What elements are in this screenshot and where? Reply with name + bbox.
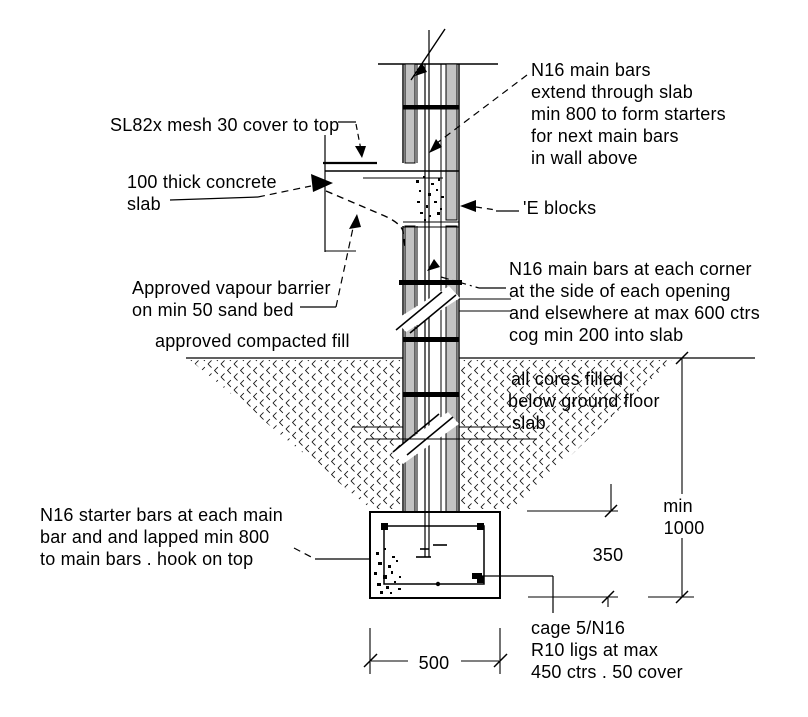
label-starter-line3: to main bars . hook on top [40, 549, 253, 569]
annotations: SL82x mesh 30 cover to top 100 thick con… [40, 60, 760, 682]
label-mesh-cover: SL82x mesh 30 cover to top [110, 115, 339, 135]
label-cores-line2: below ground floor [508, 391, 660, 411]
label-main-bars-line3: min 800 to form starters [531, 104, 726, 124]
label-e-blocks: 'E blocks [523, 198, 596, 218]
footing-speckle [374, 548, 401, 594]
label-corner-bars-line4: cog min 200 into slab [509, 325, 683, 345]
leader-vapour-barrier [300, 214, 361, 308]
label-main-bars-line5: in wall above [531, 148, 638, 168]
label-cage-line3: 450 ctrs . 50 cover [531, 662, 683, 682]
label-vapour-line2: on min 50 sand bed [132, 300, 294, 320]
dim-text-1000: 1000 [664, 518, 705, 538]
dim-text-350: 350 [593, 545, 624, 565]
label-starter-line2: bar and and lapped min 800 [40, 527, 269, 547]
label-corner-bars-line1: N16 main bars at each corner [509, 259, 752, 279]
leader-slab [169, 174, 333, 201]
ground-hatch-left [190, 360, 403, 509]
label-main-bars-line4: for next main bars [531, 126, 679, 146]
label-main-bars-line2: extend through slab [531, 82, 693, 102]
label-compacted-fill: approved compacted fill [155, 331, 350, 351]
ligature-cage [383, 525, 485, 585]
leader-e-blocks [460, 200, 519, 212]
label-main-bars-line1: N16 main bars [531, 60, 651, 80]
label-corner-bars-line3: and elsewhere at max 600 ctrs [509, 303, 760, 323]
dim-footing-width [363, 628, 508, 674]
label-corner-bars-line2: at the side of each opening [509, 281, 731, 301]
leader-main-bars [429, 74, 528, 153]
break-slash [410, 28, 446, 81]
leader-cage [472, 573, 554, 613]
wall-break-upper [395, 286, 511, 334]
leader-starter-bars [293, 547, 371, 560]
grout-speckle [416, 176, 444, 221]
floor-slab [323, 135, 459, 252]
dim-footing-depth [527, 484, 618, 607]
vapour-barrier-line [325, 190, 406, 249]
dim-text-500: 500 [419, 653, 450, 673]
label-cores-line1: all cores filled [511, 369, 623, 389]
label-cage-line2: R10 ligs at max [531, 640, 658, 660]
label-slab-line1: 100 thick concrete [127, 172, 277, 192]
dim-text-min: min [663, 496, 693, 516]
leader-corner-bars [427, 259, 506, 289]
label-starter-line1: N16 starter bars at each main [40, 505, 283, 525]
wall-break-lower [352, 412, 537, 464]
dim-min-depth [648, 351, 710, 604]
label-cage-line1: cage 5/N16 [531, 618, 625, 638]
ground-hatch-right [459, 360, 672, 509]
label-vapour-line1: Approved vapour barrier [132, 278, 331, 298]
leader-mesh-cover [338, 121, 366, 158]
footing [369, 511, 501, 599]
label-slab-line2: slab [127, 194, 161, 214]
label-cores-line3: slab [512, 413, 546, 433]
